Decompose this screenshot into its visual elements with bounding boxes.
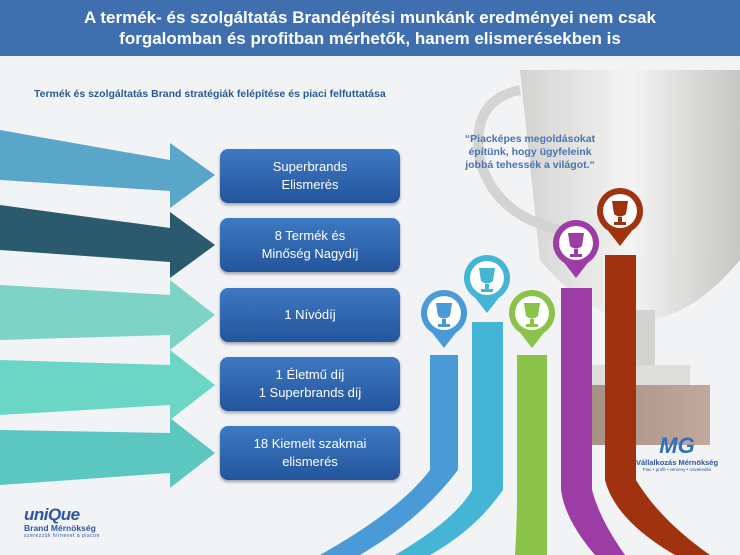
- award-line: Minőség Nagydíj: [261, 246, 359, 261]
- arrow-5: [0, 418, 215, 488]
- page-title: A termék- és szolgáltatás Brandépítési m…: [0, 0, 740, 56]
- unique-logo: uniQue Brand Mérnökség szerezzük hírneve…: [24, 505, 134, 545]
- award-line: Elismerés: [281, 177, 339, 192]
- trophy-icon: [524, 303, 540, 327]
- subtitle: Termék és szolgáltatás Brand stratégiák …: [34, 88, 386, 100]
- arrow-3: [0, 280, 215, 350]
- award-line: Superbrands: [272, 159, 348, 174]
- unique-logo-tag: szerezzük hírnevet a piacon: [24, 533, 100, 539]
- quote: “Piacképes megoldásokat építünk, hogy üg…: [455, 133, 605, 172]
- mg-logo: MG Vállalkozás Mérnökség Piac • profit •…: [622, 433, 732, 472]
- quote-line-2: építünk, hogy ügyfeleink: [468, 146, 592, 158]
- bar-purple: [561, 288, 625, 555]
- trophy-icon: [436, 303, 452, 327]
- arrow-2: [0, 205, 215, 278]
- unique-logo-sub: Brand Mérnökség: [24, 523, 96, 533]
- mg-logo-sub: Vállalkozás Mérnökség: [635, 458, 719, 467]
- award-box-eletmu: 1 Életmű díj 1 Superbrands díj: [220, 357, 400, 411]
- award-line: 1 Superbrands díj: [258, 385, 362, 400]
- trophy-icon: [568, 233, 584, 257]
- trophy-icon: [479, 268, 495, 292]
- award-box-termek-minoseg: 8 Termék és Minőség Nagydíj: [220, 218, 400, 272]
- trophy-icon: [612, 201, 628, 225]
- quote-line-3: jobbá tehessék a világot.“: [465, 159, 595, 171]
- title-line-2: forgalomban és profitban mérhetők, hanem…: [119, 29, 621, 48]
- award-box-nivodij: 1 Nívódíj: [220, 288, 400, 342]
- bar-blue: [320, 355, 458, 555]
- award-line: 18 Kiemelt szakmai: [253, 436, 367, 451]
- unique-logo-word: uniQue: [24, 505, 80, 524]
- quote-line-1: “Piacképes megoldásokat: [464, 133, 596, 145]
- bar-green: [515, 355, 547, 555]
- mg-logo-tag: Piac • profit • verseny • növekedés: [642, 467, 712, 472]
- award-line: 1 Életmű díj: [275, 367, 345, 382]
- arrow-1: [0, 130, 215, 208]
- bar-brown: [605, 255, 710, 555]
- bar-cyan: [395, 322, 503, 555]
- award-box-superbrands: Superbrands Elismerés: [220, 149, 400, 203]
- award-box-szakmai: 18 Kiemelt szakmai elismerés: [220, 426, 400, 480]
- arrow-4: [0, 350, 215, 420]
- award-line: elismerés: [282, 454, 338, 469]
- title-line-1: A termék- és szolgáltatás Brandépítési m…: [84, 8, 656, 27]
- award-line: 8 Termék és: [274, 228, 346, 243]
- award-line: 1 Nívódíj: [284, 307, 336, 322]
- mg-logo-word: MG: [659, 433, 695, 458]
